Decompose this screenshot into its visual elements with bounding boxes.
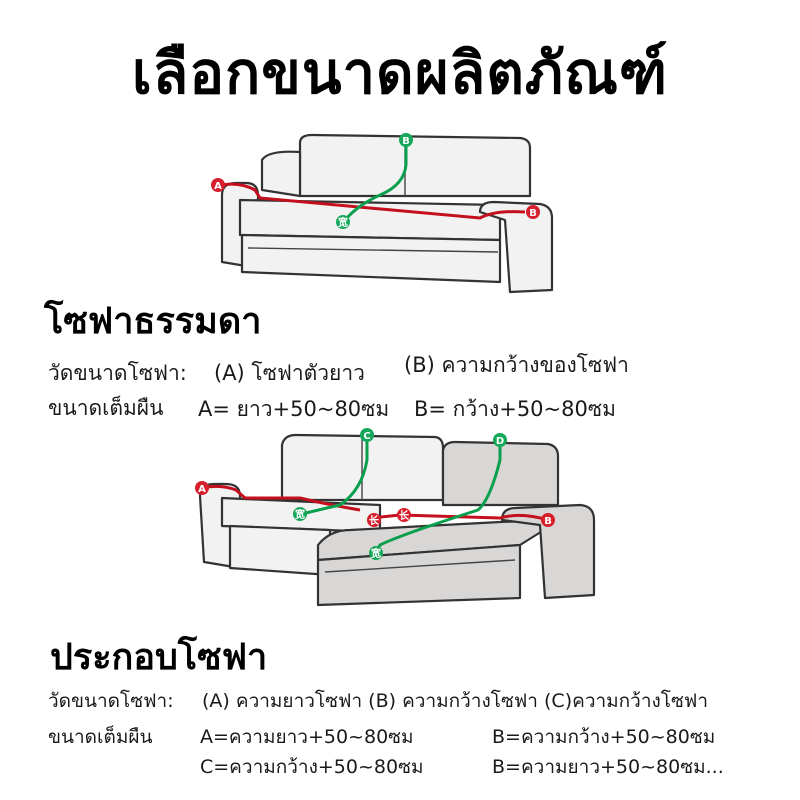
section1-measure-b: (B) ความกว้างของโซฟา (404, 353, 629, 377)
svg-text:B: B (529, 208, 537, 219)
svg-text:D: D (496, 436, 504, 447)
section1-heading: โซฟาธรรมดา (44, 301, 262, 342)
tag-b-top: B (399, 133, 413, 147)
right-arm (478, 200, 554, 294)
tag-b: B (541, 513, 555, 527)
sofa-base (240, 233, 502, 284)
svg-text:宽: 宽 (294, 508, 305, 521)
svg-text:长: 长 (369, 514, 380, 527)
tag-long-2: 长 (397, 508, 411, 522)
section2-stretch-1: A=ความยาว+50~80ซม (200, 726, 414, 748)
section1-measure-label: วัดขนาดโซฟา: (48, 361, 187, 385)
tag-wide: 宽 (336, 215, 350, 229)
tag-wide-1: 宽 (293, 507, 307, 521)
svg-text:宽: 宽 (370, 547, 381, 560)
tag-d: D (493, 433, 507, 447)
tag-a: A (195, 481, 209, 495)
section2-stretch-4: B=ความยาว+50~80ซม... (492, 756, 724, 778)
tag-long-1: 长 (367, 513, 381, 527)
section2-stretch-2: B=ความกว้าง+50~80ซม (492, 726, 716, 748)
svg-text:A: A (214, 181, 222, 192)
svg-text:C: C (363, 431, 370, 442)
section1-measure-a: (A) โซฟาตัวยาว (214, 361, 365, 385)
svg-text:B: B (402, 136, 410, 147)
chaise-base (316, 543, 522, 607)
svg-text:宽: 宽 (337, 216, 348, 229)
page-title: เลือกขนาดผลิตภัณฑ์ (131, 39, 669, 107)
sectional-back-right (441, 440, 560, 507)
tag-b-right: B (526, 205, 540, 219)
section2-heading: ประกอบโซฟา (50, 637, 268, 678)
section2-stretch-label: ขนาดเต็มผืน (48, 726, 153, 748)
section1-stretch-a: A= ยาว+50~80ซม (198, 397, 390, 421)
section2-measure-items: (A) ความยาวโซฟา (B) ความกว้างโซฟา (C)ควา… (202, 690, 709, 712)
back-cushion (298, 133, 532, 198)
tag-wide-2: 宽 (369, 546, 383, 560)
section1-stretch-b: B= กว้าง+50~80ซม (414, 397, 616, 421)
svg-text:B: B (544, 516, 552, 527)
svg-text:A: A (198, 484, 206, 495)
section2-stretch-3: C=ความกว้าง+50~80ซม (200, 756, 424, 778)
tag-a: A (211, 178, 225, 192)
section1-stretch-label: ขนาดเต็มผืน (48, 396, 164, 420)
svg-text:长: 长 (399, 509, 410, 522)
sectional-right-arm (500, 503, 596, 600)
section2-measure-label: วัดขนาดโซฟา: (48, 690, 174, 712)
tag-c: C (360, 428, 374, 442)
